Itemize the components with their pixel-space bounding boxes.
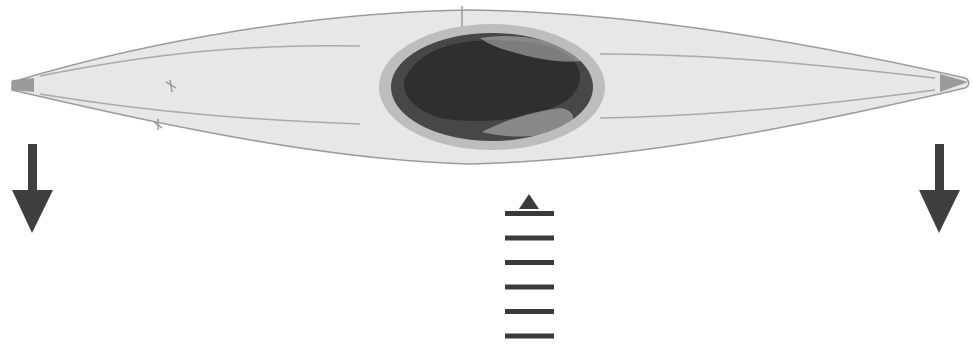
support-bars xyxy=(505,211,554,339)
left-arrow-shaft xyxy=(28,144,37,194)
support-bar xyxy=(505,334,554,339)
support-indicator xyxy=(505,194,554,339)
kayak-bow-tip xyxy=(12,78,34,92)
left-arrow-head xyxy=(12,190,53,233)
left-down-arrow xyxy=(12,144,53,233)
support-bar xyxy=(505,260,554,265)
right-down-arrow xyxy=(919,144,960,233)
right-arrow-head xyxy=(919,190,960,233)
right-arrow-shaft xyxy=(935,144,944,194)
support-up-triangle xyxy=(519,194,539,209)
support-bar xyxy=(505,236,554,241)
support-bar xyxy=(505,285,554,290)
support-bar xyxy=(505,211,554,216)
support-bar xyxy=(505,309,554,314)
kayak xyxy=(12,6,969,164)
